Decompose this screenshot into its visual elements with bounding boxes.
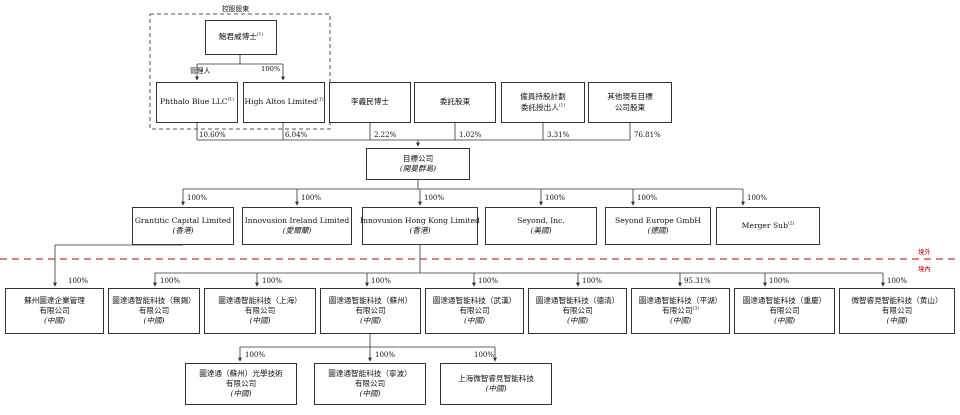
pct-suzhou-optical: 100% [245,351,266,359]
pct-li-yimin: 2.22% [374,131,397,139]
pct-phthalo-blue: 10.60% [199,131,226,139]
entity-weizhi-huangshan: 微智睿見智能科技（黄山）有限公司(中國) [839,288,955,334]
pct-merger-sub: 100% [747,194,768,202]
pct-shanghai: 100% [262,277,283,285]
pct-suzhou: 100% [371,277,392,285]
entity-grantitic-capital: Grantitic Capital Limited(香港) [132,207,234,245]
pct-hk: 100% [424,194,445,202]
shareholder-others: 其他現有目標 公司股東 [588,82,672,123]
controlling-shareholder-name: 鮑君威博士(1) [218,32,264,42]
target-company: 目標公司 (開曼群島) [366,148,470,180]
region-onshore-label: 境內 [918,265,931,273]
pct-esop-grantors: 3.31% [547,131,570,139]
entity-tudatong-pinghu: 圖達通智能科技（平湖） 有限公司(3) (中國) [631,288,730,334]
pct-ningbo: 100% [375,351,396,359]
entity-suzhou-tuda-mgmt: 蘇州圖達企業管理有限公司(中國) [5,288,104,334]
pct-wuxi: 100% [160,277,181,285]
pct-grantitic: 100% [187,194,208,202]
entity-tudatong-shanghai: 圖達通智能科技（上海）有限公司(中國) [204,288,316,334]
pct-huangshan: 100% [887,277,908,285]
entity-tudatong-deqing: 圖達通智能科技（德清）有限公司(中國) [528,288,627,334]
pct-chongqing: 100% [769,277,790,285]
shareholder-high-altos: High Altos Limited(1) [243,82,325,123]
high-altos-ownership: 100% [261,65,281,73]
entity-tudatong-wuhan: 圖達通智能科技（武漢）有限公司(中國) [425,288,524,334]
entity-tudatong-chongqing: 圖達通智能科技（重慶）有限公司(中國) [734,288,835,334]
shareholder-esop-grantors: 僱員持股計劃 委託授出人(1) [501,82,585,123]
shareholder-entrusted: 委託股東 [414,82,496,123]
entity-seyond-europe: Seyond Europe GmbH(德國) [605,207,711,245]
controlling-shareholders-title: 控股股東 [222,5,250,13]
pct-ireland: 100% [301,194,322,202]
manager-label: 管理人 [190,67,211,75]
entity-seyond-inc: Seyond, Inc.(美國) [485,207,597,245]
controlling-shareholder-box: 鮑君威博士(1) [205,20,277,55]
pct-shanghai-weizhi: 100% [474,351,495,359]
controlling-group-frame [149,13,331,130]
pct-suzhou-tuda: 100% [68,277,89,285]
entity-innovusion-ireland: Innovusion Ireland Limited(愛爾蘭) [242,207,352,245]
pct-seyond-europe: 100% [637,194,658,202]
pct-others: 76.81% [634,131,661,139]
entity-tudatong-ningbo: 圖達通智能科技（寧波）有限公司(中國) [314,363,426,405]
entity-tudatong-suzhou: 圖達通智能科技（蘇州）有限公司(中國) [320,288,421,334]
pct-wuhan: 100% [478,277,499,285]
entity-tudatong-wuxi: 圖達通智能科技（無錫）有限公司(中國) [108,288,200,334]
entity-merger-sub: Merger Sub(2) [716,207,820,245]
pct-pinghu: 95.31% [684,277,711,285]
pct-high-altos: 6.04% [285,131,308,139]
shareholder-li-yimin: 李義民博士 [329,82,411,123]
shareholder-phthalo-blue: Phthalo Blue LLC(1) [156,82,238,123]
region-offshore-label: 境外 [918,248,931,256]
entity-innovusion-hong-kong: Innovusion Hong Kong Limited(香港) [360,207,480,245]
entity-shanghai-weizhi: 上海微智睿見智能科技(中國) [440,363,552,405]
pct-deqing: 100% [582,277,603,285]
pct-entrusted: 1.02% [459,131,482,139]
pct-seyond-inc: 100% [545,194,566,202]
entity-tudatong-suzhou-optical: 圖達通（蘇州）光學技術有限公司(中國) [185,363,297,405]
